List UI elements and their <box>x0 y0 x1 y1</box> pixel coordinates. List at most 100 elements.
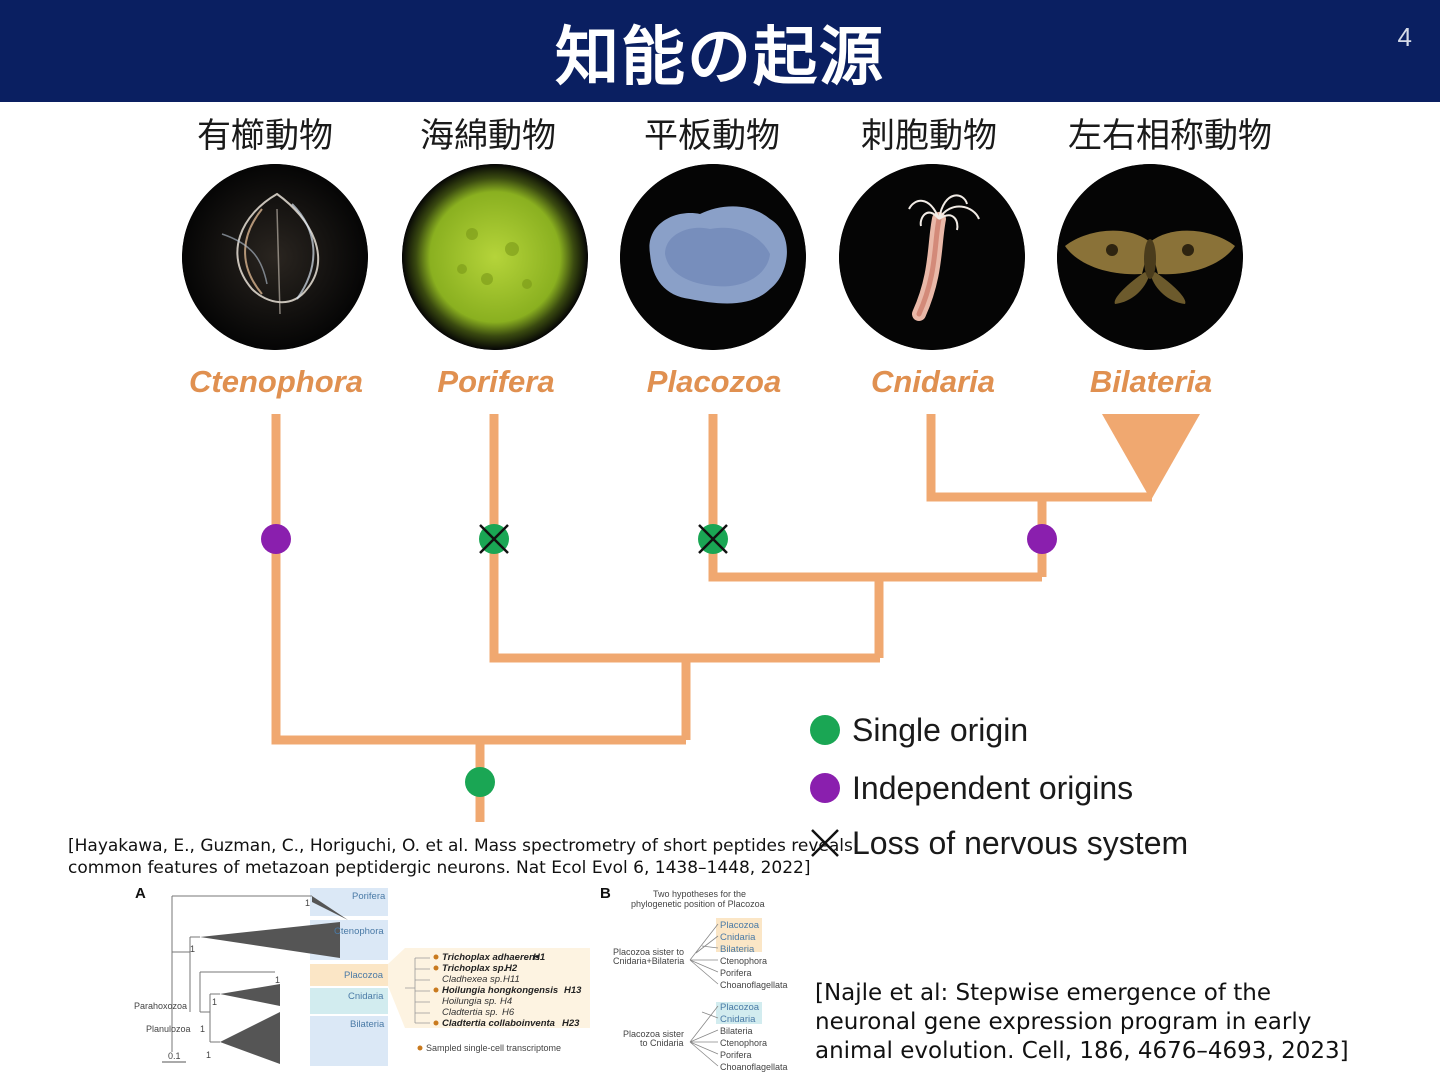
clade-jp-label-placozoa: 平板動物 <box>644 116 780 156</box>
species-tag: H13 <box>564 985 582 996</box>
figure-a-support: 1 <box>212 997 217 1007</box>
hyp2-taxon: Choanoflagellata <box>720 1062 788 1072</box>
species-label: Trichoplax adhaerens <box>442 952 540 963</box>
porifera-wedge <box>312 896 348 920</box>
species-label: Cladhexea sp. <box>442 974 503 985</box>
figure-a-letter: A <box>135 885 146 902</box>
page-number: 4 <box>1397 22 1412 52</box>
independent-origin-dot-cnidaria-bilateria <box>1027 524 1057 554</box>
legend-independent-origins: Independent origins <box>810 768 1133 808</box>
clade-jp-label-cnidaria: 刺胞動物 <box>861 116 997 156</box>
ctenophora-wedge <box>200 922 340 958</box>
comb-jelly-photo <box>182 164 368 350</box>
species-label: Hoilungia hongkongensis <box>442 985 558 996</box>
species-label: Hoilungia sp. <box>442 996 497 1007</box>
taxon-porifera: Porifera <box>437 364 555 399</box>
citation-line: [Najle et al: Stepwise emergence of the <box>815 980 1271 1006</box>
figure-a-clade-label: Porifera <box>352 891 386 902</box>
citation-line: animal evolution. Cell, 186, 4676–4693, … <box>815 1038 1349 1064</box>
independent-origin-dot-ctenophora <box>261 524 291 554</box>
hydra-photo <box>839 164 1025 350</box>
species-label: Trichoplax sp. <box>442 963 506 974</box>
species-tag: H23 <box>562 1018 580 1029</box>
branch-porifera <box>489 414 880 663</box>
species-tag: H2 <box>505 963 518 974</box>
placozoan-photo <box>620 164 806 350</box>
bilateria-clade-triangle <box>1102 414 1200 500</box>
figure-a-node-label: Parahoxozoa <box>134 1001 187 1011</box>
branch-placozoa <box>708 414 1042 582</box>
figure-a-support: 1 <box>200 1024 205 1034</box>
figure-a-clade-label: Bilateria <box>350 1019 385 1030</box>
figure-a-clade-label: Ctenophora <box>334 926 384 937</box>
slide-title: 知能の起源 <box>555 21 885 95</box>
citation-line: common features of metazoan peptidergic … <box>68 858 811 878</box>
figure-a-clade-label: Cnidaria <box>348 991 384 1002</box>
hypothesis-1-label: Cnidaria+Bilateria <box>613 956 684 966</box>
title-bar: 知能の起源 4 <box>0 0 1440 102</box>
figure-a-support: 1 <box>206 1050 211 1060</box>
species-label: Cladtertia sp. <box>442 1007 498 1018</box>
hyp1-taxon: Cnidaria <box>720 932 756 943</box>
figure-panel-b: B Two hypotheses for the phylogenetic po… <box>600 885 788 1072</box>
figure-a-support: 1 <box>305 898 310 908</box>
figure-a-support: 1 <box>190 944 195 954</box>
moth-photo <box>1057 164 1243 350</box>
citation-line: neuronal gene expression program in earl… <box>815 1009 1312 1035</box>
hyp2-taxon: Ctenophora <box>720 1038 767 1048</box>
loss-x-placozoa <box>698 524 728 554</box>
figure-b-title: Two hypotheses for the <box>653 889 746 899</box>
legend-loss: Loss of nervous system <box>810 823 1188 863</box>
hyp2-taxon: Porifera <box>720 1050 752 1060</box>
hyp2-taxon: Cnidaria <box>720 1014 756 1025</box>
species-tag: H11 <box>503 974 520 985</box>
citation-line: [Hayakawa, E., Guzman, C., Horiguchi, O.… <box>68 836 853 856</box>
citation-hayakawa: [Hayakawa, E., Guzman, C., Horiguchi, O.… <box>68 835 853 879</box>
legend-label: Loss of nervous system <box>852 824 1189 861</box>
hypothesis-2-label: to Cnidaria <box>640 1038 684 1048</box>
loss-x-icon <box>810 828 840 858</box>
branch-cnidaria <box>926 414 1152 502</box>
loss-x-porifera <box>479 524 509 554</box>
hypothesis-1-label: Placozoa sister to <box>613 947 684 957</box>
hyp1-taxon: Ctenophora <box>720 956 767 966</box>
sponge-photo <box>402 164 588 350</box>
legend-single-origin: Single origin <box>810 710 1028 750</box>
hyp1-taxon: Porifera <box>720 968 752 978</box>
single-origin-dot <box>810 715 840 745</box>
clade-jp-label-bilateria: 左右相称動物 <box>1068 116 1272 156</box>
legend-label: Independent origins <box>852 769 1134 806</box>
figure-a-scale: 0.1 <box>168 1051 181 1061</box>
species-tag: H1 <box>533 952 545 963</box>
taxon-cnidaria: Cnidaria <box>870 364 996 399</box>
single-origin-dot-root <box>465 767 495 797</box>
hyp1-taxon: Placozoa <box>720 920 760 931</box>
legend-label: Single origin <box>852 711 1029 748</box>
clade-jp-label-ctenophora: 有櫛動物 <box>197 116 333 156</box>
species-tag: H4 <box>500 996 512 1007</box>
figure-a-clade-label: Placozoa <box>344 970 384 981</box>
taxon-ctenophora: Ctenophora <box>189 364 363 399</box>
hyp2-taxon: Bilateria <box>720 1026 753 1036</box>
figure-a-legend: Sampled single-cell transcriptome <box>426 1043 561 1053</box>
independent-origin-dot <box>810 773 840 803</box>
taxon-bilateria: Bilateria <box>1089 364 1213 399</box>
hyp1-taxon: Bilateria <box>720 944 755 955</box>
branch-ctenophora <box>271 414 686 745</box>
cnidaria-wedge <box>220 984 280 1006</box>
hyp2-taxon: Placozoa <box>720 1002 760 1013</box>
species-label: Cladtertia collaboinventa <box>442 1018 555 1029</box>
bilateria-wedge <box>220 1012 280 1064</box>
figure-panel-a: A Porifera Ctenophora Placozoa Cnidaria … <box>134 885 590 1066</box>
species-tag: H6 <box>502 1007 515 1018</box>
hyp1-taxon: Choanoflagellata <box>720 980 788 990</box>
figure-b-title: phylogenetic position of Placozoa <box>631 899 765 909</box>
figure-a-support: 1 <box>275 975 280 985</box>
figure-a-node-label: Planulozoa <box>146 1024 191 1034</box>
citation-najle: [Najle et al: Stepwise emergence of the … <box>815 979 1349 1066</box>
figure-b-letter: B <box>600 885 611 902</box>
clade-jp-label-porifera: 海綿動物 <box>420 116 556 156</box>
taxon-placozoa: Placozoa <box>646 364 782 399</box>
hypothesis-2-label: Placozoa sister <box>623 1029 684 1039</box>
